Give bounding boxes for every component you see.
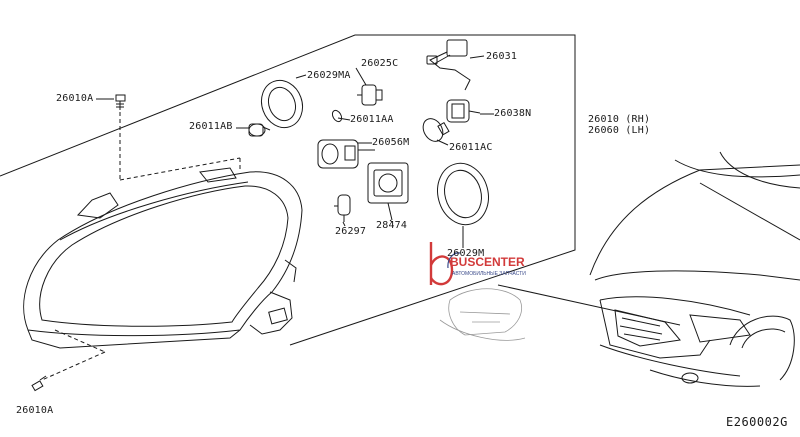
bulb-left xyxy=(248,123,271,137)
vehicle-silhouette xyxy=(589,151,800,387)
callout-unit-cap: 26056M xyxy=(372,137,410,148)
bulb-bottom xyxy=(334,194,351,222)
watermark-car xyxy=(439,288,526,341)
callout-assembly-rh: 26010 (RH) xyxy=(588,114,651,125)
bolt-bottom xyxy=(31,375,47,392)
callout-bulb-right: 26011AC xyxy=(449,142,493,153)
mount-bracket xyxy=(76,192,119,219)
callout-harness: 26031 xyxy=(486,51,518,62)
callout-cap-socket: 26025C xyxy=(361,58,399,69)
callout-ballast: 28474 xyxy=(376,220,408,231)
headlight-housing xyxy=(23,171,303,337)
watermark-logo xyxy=(429,242,454,286)
callout-ring-upper: 26029MA xyxy=(307,70,351,81)
ring-lower xyxy=(437,162,489,226)
callout-ring-lower: 26029M xyxy=(447,248,485,259)
wire-harness xyxy=(426,39,471,91)
unit-cap xyxy=(317,139,375,169)
callout-assembly-lh: 26060 (LH) xyxy=(588,125,651,136)
headlight-lens-inner xyxy=(39,185,289,327)
watermark-brand: BUSCENTER xyxy=(450,255,525,269)
ballast xyxy=(367,162,409,221)
bolt-top xyxy=(115,94,126,110)
callout-bolt-top: 26010A xyxy=(56,93,94,104)
cap-socket xyxy=(357,84,383,106)
small-bulb xyxy=(331,109,343,123)
watermark-tagline: АВТОМОБИЛЬНЫЕ ЗАПЧАСТИ xyxy=(452,271,526,277)
diagram-code: E260002G xyxy=(726,415,788,429)
ring-upper xyxy=(260,79,304,129)
assembly-frame xyxy=(0,34,576,346)
socket-right xyxy=(446,99,481,123)
callout-small-bulb: 26011AA xyxy=(350,114,394,125)
callout-bolt-bottom: 26010A xyxy=(16,405,54,416)
callout-socket-right: 26038N xyxy=(494,108,532,119)
bulb-right xyxy=(422,118,450,142)
callout-bulb-left: 26011AB xyxy=(189,121,233,132)
callout-bulb-bottom: 26297 xyxy=(335,226,367,237)
